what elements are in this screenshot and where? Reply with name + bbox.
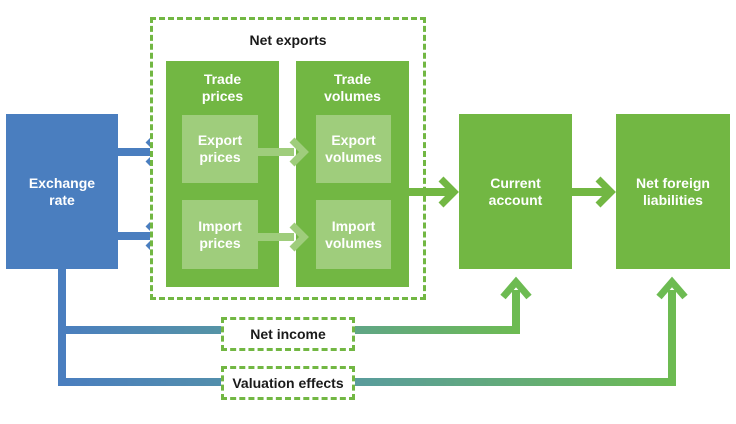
arrow-shaft-er-export [118, 148, 158, 156]
import-volumes-box: Import volumes [316, 200, 391, 269]
net-income-arrowhead [500, 276, 532, 300]
valuation-up-line [668, 290, 676, 386]
valuation-effects-box [221, 366, 355, 400]
valuation-arrowhead [656, 276, 688, 300]
net-foreign-liabilities-box: Net foreign liabilities [616, 114, 730, 269]
net-income-box [221, 317, 355, 351]
current-account-box: Current account [459, 114, 572, 269]
net-exports-label: Net exports [249, 32, 327, 48]
exchange-rate-box: Exchange rate [6, 114, 118, 269]
valuation-effects-label: Valuation effects [232, 375, 344, 391]
net-income-label: Net income [250, 326, 326, 342]
net-income-up-line [512, 290, 520, 334]
import-prices-box: Import prices [182, 200, 258, 269]
export-prices-box: Export prices [182, 115, 258, 183]
arrow-shaft-er-import [118, 232, 158, 240]
export-volumes-box: Export volumes [316, 115, 391, 183]
